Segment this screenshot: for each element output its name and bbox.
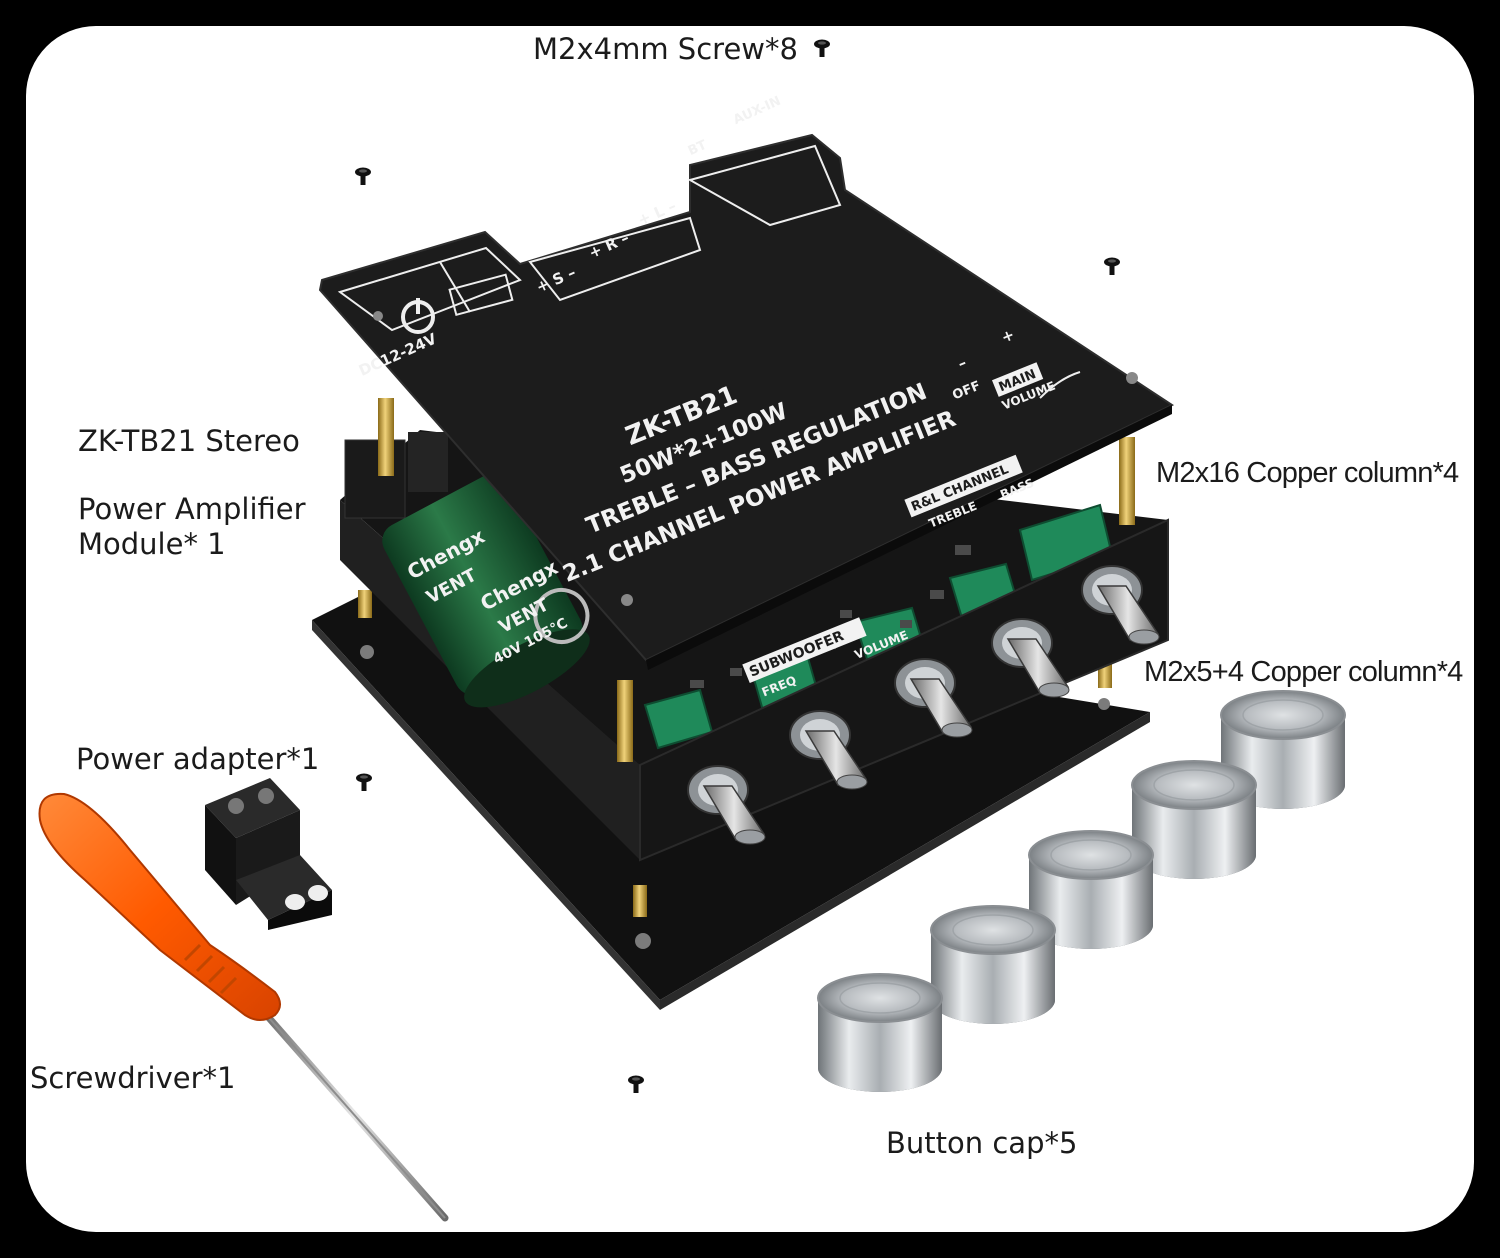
label-module-line2: Power Amplifier <box>78 492 306 526</box>
screw-icon <box>814 39 830 57</box>
label-module-line1: ZK-TB21 Stereo <box>78 424 300 458</box>
screw-icon <box>356 773 372 791</box>
svg-text:+: + <box>999 325 1017 346</box>
label-screws: M2x4mm Screw*8 <box>533 32 798 66</box>
label-copper-column-5-4: M2x5+4 Copper column*4 <box>1144 656 1463 688</box>
screw-icon <box>1104 257 1120 275</box>
label-copper-column-16: M2x16 Copper column*4 <box>1156 457 1459 489</box>
svg-text:BT: BT <box>686 138 709 159</box>
label-screwdriver: Screwdriver*1 <box>30 1061 236 1095</box>
svg-text:AUX-IN: AUX-IN <box>731 94 783 128</box>
label-power-adapter: Power adapter*1 <box>76 742 320 776</box>
tall-copper-column-icon <box>378 398 1135 762</box>
screwdriver-icon <box>38 792 449 1222</box>
screw-icon <box>355 167 371 185</box>
capacitor: Chengx VENT Chengx VENT 40V 105°C <box>382 474 590 708</box>
label-module-line3: Module* 1 <box>78 527 226 561</box>
knob-icon <box>817 973 943 1093</box>
top-cover-board: DC12-24V + S – + R – + L – BT AUX-IN ZK-… <box>318 94 1175 699</box>
knob-icon <box>930 905 1056 1025</box>
screw-icon <box>628 1075 644 1093</box>
power-adapter-icon <box>205 778 332 930</box>
label-button-caps: Button cap*5 <box>886 1126 1078 1160</box>
